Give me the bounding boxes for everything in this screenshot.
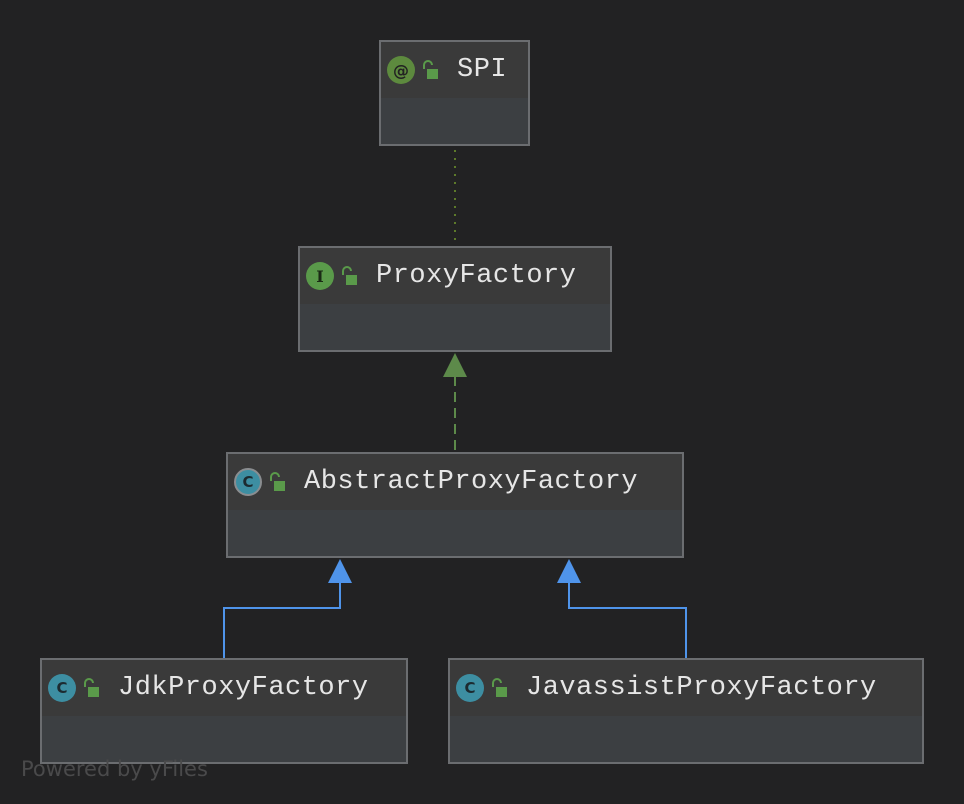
node-proxy-factory[interactable]: I ProxyFactory (298, 246, 612, 352)
unlocked-icon (342, 266, 357, 285)
node-header: C AbstractProxyFactory (228, 454, 682, 510)
node-javassist-proxy-factory[interactable]: C JavassistProxyFactory (448, 658, 924, 764)
unlocked-icon (492, 678, 507, 697)
class-icon: C (456, 674, 484, 702)
unlocked-icon (84, 678, 99, 697)
extends-arrowhead-left (328, 559, 352, 583)
abstract-class-icon: C (234, 468, 262, 496)
node-header: @ SPI (381, 42, 528, 98)
node-label: JavassistProxyFactory (526, 673, 877, 703)
node-header: I ProxyFactory (300, 248, 610, 304)
node-body (450, 716, 922, 762)
interface-icon: I (306, 262, 334, 290)
class-icon: C (48, 674, 76, 702)
node-body (42, 716, 406, 762)
implements-arrowhead (443, 353, 467, 377)
node-body (228, 510, 682, 556)
node-label: AbstractProxyFactory (304, 467, 639, 497)
annotation-icon: @ (387, 56, 415, 84)
unlocked-icon (423, 60, 438, 79)
node-label: JdkProxyFactory (118, 673, 369, 703)
node-abstract-proxy-factory[interactable]: C AbstractProxyFactory (226, 452, 684, 558)
node-spi[interactable]: @ SPI (379, 40, 530, 146)
edge-jdkproxyfactory-extends-abstractproxyfactory (223, 582, 341, 658)
node-label: ProxyFactory (376, 261, 577, 291)
extends-arrowhead-right (557, 559, 581, 583)
node-body (300, 304, 610, 350)
edge-javassistproxyfactory-extends-abstractproxyfactory (568, 582, 687, 658)
watermark: Powered by yFiles (21, 757, 208, 781)
node-jdk-proxy-factory[interactable]: C JdkProxyFactory (40, 658, 408, 764)
node-body (381, 98, 528, 144)
unlocked-icon (270, 472, 285, 491)
node-label: SPI (457, 55, 508, 85)
node-header: C JavassistProxyFactory (450, 660, 922, 716)
node-header: C JdkProxyFactory (42, 660, 406, 716)
